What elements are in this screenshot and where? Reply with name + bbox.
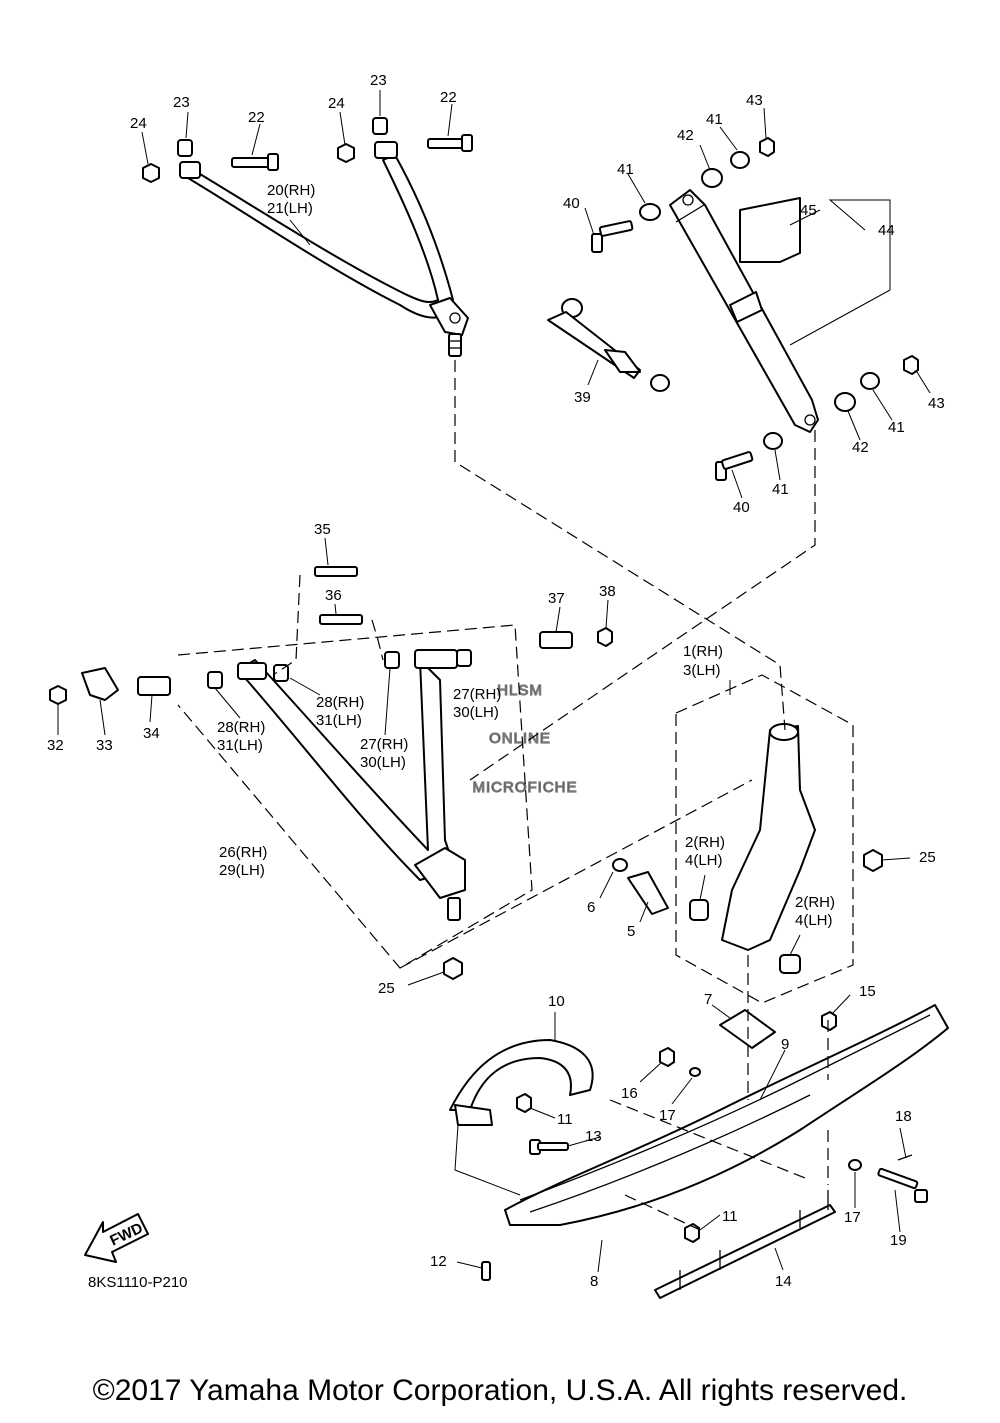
wear-bar[interactable]	[654, 1190, 836, 1299]
callout: 45	[800, 202, 817, 219]
callout: 31(LH)	[217, 737, 263, 754]
watermark: HLSM ONLINE MICROFICHE	[472, 681, 578, 796]
callout: 23	[370, 72, 387, 89]
callout: 5	[627, 923, 635, 940]
callout: 22	[440, 89, 457, 106]
callout: 42	[852, 439, 869, 456]
callout: 29(LH)	[219, 862, 265, 879]
callout: 30(LH)	[453, 704, 499, 721]
callout: 36	[325, 587, 342, 604]
callout: 17	[844, 1209, 861, 1226]
callout: 6	[587, 899, 595, 916]
callout: 41	[888, 419, 905, 436]
callout: 4(LH)	[795, 912, 833, 929]
callout: 26(RH)	[219, 844, 267, 861]
callout: 12	[430, 1253, 447, 1270]
callout: 31(LH)	[316, 712, 362, 729]
callout: 28(RH)	[217, 719, 265, 736]
callout: 9	[781, 1036, 789, 1053]
callout: 28(RH)	[316, 694, 364, 711]
callout: 41	[772, 481, 789, 498]
spindle[interactable]	[612, 723, 816, 974]
callout: 8	[590, 1273, 598, 1290]
callout: 13	[585, 1128, 602, 1145]
callout: 25	[919, 849, 936, 866]
nut-25-right[interactable]	[863, 849, 883, 872]
callout: 21(LH)	[267, 200, 313, 217]
adjuster-tool[interactable]	[547, 298, 670, 392]
callout: 17	[659, 1107, 676, 1124]
callout: 11	[557, 1111, 573, 1128]
callout-leaders	[57, 90, 931, 1273]
assembly-lines	[177, 360, 854, 1231]
callout: 25	[378, 980, 395, 997]
callout: 44	[878, 222, 895, 239]
callout: 1(RH)	[683, 643, 723, 660]
nut-25-left[interactable]	[443, 957, 463, 980]
callout: 14	[775, 1273, 792, 1290]
ski[interactable]	[504, 1004, 949, 1226]
callout: 15	[859, 983, 876, 1000]
watermark-line2: ONLINE	[489, 730, 551, 747]
callout: 41	[617, 161, 634, 178]
callout: 27(RH)	[453, 686, 501, 703]
callout: 4(LH)	[685, 852, 723, 869]
shock-absorber[interactable]	[669, 189, 819, 433]
callout: 2(RH)	[685, 834, 725, 851]
callout: 37	[548, 590, 565, 607]
callout: 27(RH)	[360, 736, 408, 753]
callout: 11	[722, 1208, 738, 1225]
callout: 33	[96, 737, 113, 754]
callout: 10	[548, 993, 565, 1010]
callout-labels: 23 22 24 23 22 24 20(RH) 21(LH) 43 41 42…	[47, 72, 945, 1290]
callout: 3(LH)	[683, 662, 721, 679]
callout: 35	[314, 521, 331, 538]
callout: 30(LH)	[360, 754, 406, 771]
callout: 22	[248, 109, 265, 126]
upper-a-arm[interactable]	[182, 154, 469, 357]
callout: 41	[706, 111, 723, 128]
callout: 18	[895, 1108, 912, 1125]
watermark-line3: MICROFICHE	[473, 779, 578, 796]
callout: 16	[621, 1085, 638, 1102]
callout: 43	[746, 92, 763, 109]
callout: 42	[677, 127, 694, 144]
callout: 19	[890, 1232, 907, 1249]
fwd-arrow-icon: FWD	[84, 1213, 149, 1263]
diagram-code: 8KS1110-P210	[88, 1274, 188, 1291]
watermark-line1: HLSM	[497, 682, 543, 699]
callout: 7	[704, 991, 712, 1008]
callout: 40	[733, 499, 750, 516]
upper-arm-hardware[interactable]	[142, 117, 473, 183]
ski-handle[interactable]	[449, 1039, 594, 1126]
callout: 39	[574, 389, 591, 406]
callout: 24	[328, 95, 345, 112]
callout: 2(RH)	[795, 894, 835, 911]
callout: 40	[563, 195, 580, 212]
lower-a-arm[interactable]	[237, 649, 466, 921]
callout: 43	[928, 395, 945, 412]
callout: 38	[599, 583, 616, 600]
shock-hardware[interactable]	[591, 137, 919, 481]
callout: 24	[130, 115, 147, 132]
ski-hardware[interactable]	[481, 1011, 928, 1281]
callout: 20(RH)	[267, 182, 315, 199]
callout: 32	[47, 737, 64, 754]
callout: 34	[143, 725, 160, 742]
copyright-notice: ©2017 Yamaha Motor Corporation, U.S.A. A…	[92, 1374, 908, 1407]
lower-arm-hardware[interactable]	[49, 566, 613, 705]
callout: 23	[173, 94, 190, 111]
